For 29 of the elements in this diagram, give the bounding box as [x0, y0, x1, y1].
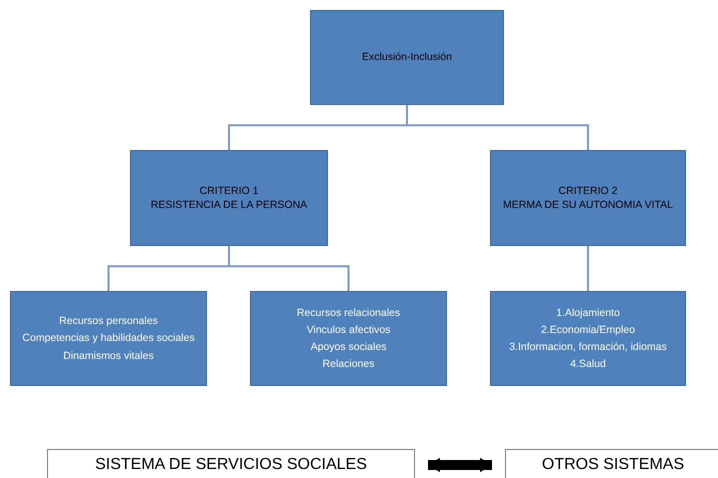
box-text: Apoyos sociales: [310, 341, 386, 354]
category-box: [310, 10, 504, 105]
box-text: Dinamismos vitales: [63, 350, 154, 362]
resource-box: [10, 291, 207, 386]
box-text: MERMA DE SU AUTONOMIA VITAL: [503, 199, 673, 212]
connector-line: [406, 105, 589, 150]
category-box: [490, 150, 686, 246]
box-text: 4.Salud: [570, 358, 606, 370]
box-text: Exclusión-Inclusión: [362, 51, 452, 64]
box-text: 1.Alojamiento: [556, 306, 620, 319]
category-box: [130, 150, 328, 246]
system-box: [47, 449, 415, 478]
box-text: Competencias y habilidades sociales: [22, 332, 195, 345]
box-text: Recursos relacionales: [296, 306, 400, 319]
double-arrow: [428, 458, 492, 472]
box-text: Recursos personales: [59, 315, 158, 328]
box-text: Vinculos afectivos: [306, 324, 390, 336]
box-text: OTROS SISTEMAS: [542, 456, 684, 474]
resource-box: [250, 291, 447, 386]
box-text: CRITERIO 1: [200, 184, 258, 197]
resource-box: [490, 291, 686, 386]
box-text: SISTEMA DE SERVICIOS SOCIALES: [95, 456, 367, 474]
box-text: 3.Informacion, formación, idiomas: [509, 341, 667, 354]
system-box: [505, 449, 718, 478]
connector-line: [587, 246, 589, 291]
box-text: CRITERIO 2: [558, 184, 618, 197]
box-text: RESISTENCIA DE LA PERSONA: [150, 199, 308, 212]
box-text: 2.Economia/Empleo: [541, 324, 635, 336]
box-text: Relaciones: [322, 358, 374, 370]
